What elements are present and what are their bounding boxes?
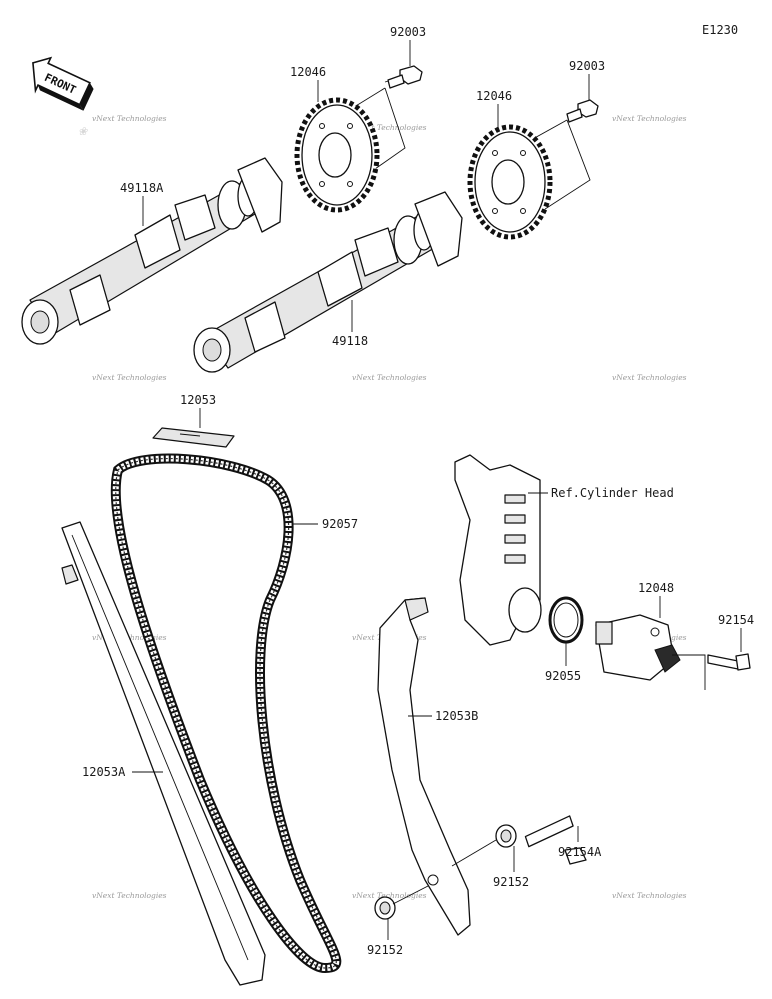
chain-guide-12053A xyxy=(61,521,266,986)
bolt-92003-left xyxy=(384,40,423,89)
watermark: vNext Technologies xyxy=(352,373,427,382)
watermark: vNext Technologies xyxy=(352,123,427,132)
bolt-92154 xyxy=(707,653,751,671)
part-label[interactable]: 49118A xyxy=(120,181,164,195)
chain-tensioner-guide-12053B xyxy=(377,597,471,936)
part-label[interactable]: 12053 xyxy=(180,393,216,407)
part-label[interactable]: 12046 xyxy=(476,89,512,103)
watermark: vNext Technologies xyxy=(92,891,167,900)
front-arrow-icon: FRONT xyxy=(32,56,94,111)
chain-guide-12053 xyxy=(152,427,235,448)
diagram-code: E1230 xyxy=(702,23,738,37)
part-label[interactable]: 92154 xyxy=(718,613,754,627)
svg-text:❀: ❀ xyxy=(78,125,88,138)
reference-label: Ref.Cylinder Head xyxy=(551,486,674,500)
part-label[interactable]: 92003 xyxy=(390,25,426,39)
bolt-92154A xyxy=(524,815,587,865)
watermark: vNext Technologies xyxy=(352,891,427,900)
cylinder-head-reference xyxy=(454,454,542,646)
part-label[interactable]: 92152 xyxy=(367,943,403,957)
part-label[interactable]: 12053B xyxy=(435,709,478,723)
part-label[interactable]: 12048 xyxy=(638,581,674,595)
cam-chain-tensioner-12048 xyxy=(595,614,681,681)
cam-sprocket-12046-left xyxy=(294,97,380,213)
part-label[interactable]: 92057 xyxy=(322,517,358,531)
camshaft-49118 xyxy=(193,191,463,373)
part-label[interactable]: 92055 xyxy=(545,669,581,683)
watermark: vNext Technologies xyxy=(612,891,687,900)
part-label[interactable]: 92003 xyxy=(569,59,605,73)
collar-92152-upper xyxy=(495,824,517,848)
part-label[interactable]: 92152 xyxy=(493,875,529,889)
part-label[interactable]: 12046 xyxy=(290,65,326,79)
watermark: vNext Technologies xyxy=(92,373,167,382)
o-ring-92055 xyxy=(548,596,584,644)
collar-92152-lower xyxy=(374,896,396,920)
watermark: vNext Technologies xyxy=(612,114,687,123)
part-label[interactable]: 92154A xyxy=(558,845,602,859)
cam-sprocket-12046-right xyxy=(467,124,553,240)
part-label[interactable]: 49118 xyxy=(332,334,368,348)
bolt-92003-right xyxy=(566,74,599,123)
watermark: vNext Technologies xyxy=(612,373,687,382)
camshaft-49118A xyxy=(21,157,283,345)
part-label[interactable]: 12053A xyxy=(82,765,126,779)
watermark: vNext Technologies xyxy=(92,114,167,123)
cam-chain-92057 xyxy=(110,453,342,974)
